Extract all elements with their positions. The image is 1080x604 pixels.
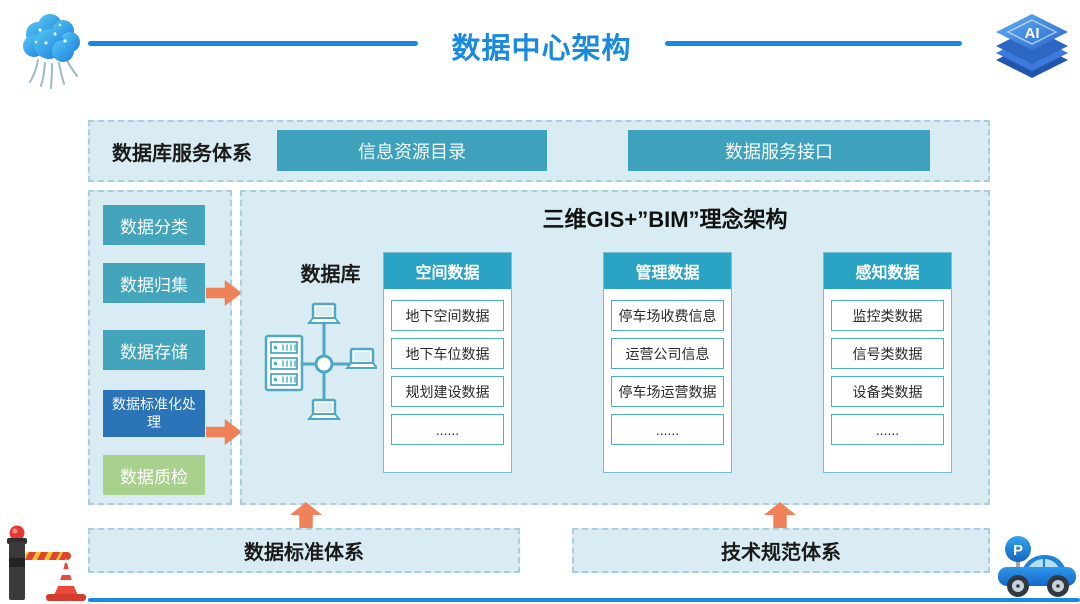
column-header-management-data: 管理数据 [604,253,731,289]
list-item: 地下车位数据 [391,338,504,369]
list-item: 运营公司信息 [611,338,724,369]
sidebar-item-data-storage: 数据存储 [103,330,205,370]
brain-icon [16,10,86,90]
database-service-system-label: 数据库服务体系 [112,142,252,165]
column-header-spatial-data: 空间数据 [384,253,511,289]
main-panel-title: 三维GIS+”BIM”理念架构 [542,207,788,232]
bottom-box-data-standard-system: 数据标准体系 [88,528,520,573]
arrow-up-icon [290,502,322,528]
list-item: ...... [611,414,724,445]
title-divider-right [665,41,962,46]
column-spatial-data: 空间数据 地下空间数据 地下车位数据 规划建设数据 ...... [383,252,512,473]
ai-chip-icon: AI [990,8,1074,86]
list-item: 规划建设数据 [391,376,504,407]
list-item: 停车场收费信息 [611,300,724,331]
info-resource-catalog-button: 信息资源目录 [277,130,547,171]
bottom-accent-line [88,598,1080,602]
column-body: 监控类数据 信号类数据 设备类数据 ...... [824,289,951,456]
list-item: ...... [391,414,504,445]
bottom-box-technical-specification-system: 技术规范体系 [572,528,990,573]
page-title: 数据中心架构 [451,33,632,65]
title-divider-left [88,41,418,46]
data-service-interface-button: 数据服务接口 [628,130,930,171]
arrow-up-icon [764,502,796,528]
column-body: 停车场收费信息 运营公司信息 停车场运营数据 ...... [604,289,731,456]
parking-car-icon: P [992,534,1080,602]
barrier-gate-icon [0,516,95,601]
sidebar-item-data-classification: 数据分类 [103,205,205,245]
list-item: 设备类数据 [831,376,944,407]
parking-sign-label: P [1013,542,1023,559]
sidebar-item-data-quality-check: 数据质检 [103,455,205,495]
list-item: 信号类数据 [831,338,944,369]
ai-chip-label: AI [1025,25,1040,42]
list-item: 监控类数据 [831,300,944,331]
list-item: 地下空间数据 [391,300,504,331]
database-network-icon [262,296,379,431]
column-perception-data: 感知数据 监控类数据 信号类数据 设备类数据 ...... [823,252,952,473]
list-item: ...... [831,414,944,445]
list-item: 停车场运营数据 [611,376,724,407]
column-management-data: 管理数据 停车场收费信息 运营公司信息 停车场运营数据 ...... [603,252,732,473]
sidebar-item-data-collection: 数据归集 [103,263,205,303]
column-body: 地下空间数据 地下车位数据 规划建设数据 ...... [384,289,511,456]
column-header-perception-data: 感知数据 [824,253,951,289]
database-label: 数据库 [300,264,361,286]
sidebar-item-data-standardization: 数据标准化处理 [103,390,205,437]
